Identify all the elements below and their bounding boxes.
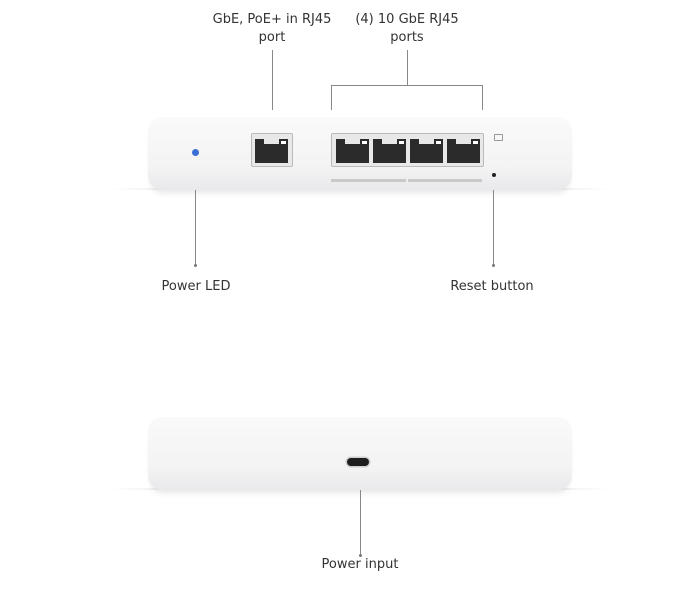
power-led-leader [195, 190, 196, 265]
uplink-port-label-line2: port [258, 30, 286, 45]
device-icon [494, 134, 503, 141]
power-led-label: Power LED [161, 279, 231, 294]
reset-button-leader [493, 190, 494, 265]
power-input-leader [360, 490, 361, 555]
power-led [192, 149, 199, 156]
uplink-rj45-port [251, 133, 293, 167]
uplink-port-leader [272, 50, 273, 110]
device-back-view [148, 417, 572, 490]
lan-ports-bracket-left [331, 85, 332, 110]
reset-button-label: Reset button [450, 279, 534, 294]
rj45-jack-icon [410, 139, 443, 163]
lan-ports-leader [407, 50, 408, 85]
port-stripe [408, 179, 482, 182]
rj45-jack-icon [373, 139, 406, 163]
power-input-label: Power input [321, 557, 399, 572]
lan-ports-label-line2: ports [390, 30, 424, 45]
lan-ports-bracket [331, 85, 483, 86]
lan-rj45-ports [331, 133, 484, 167]
device-front-view [148, 117, 572, 190]
lan-ports-bracket-right [482, 85, 483, 110]
rj45-jack-icon [336, 139, 369, 163]
rj45-jack-icon [447, 139, 480, 163]
uplink-port-label-line1: GbE, PoE+ in RJ45 [212, 12, 332, 27]
port-stripe [331, 179, 406, 182]
leader-dot [492, 264, 495, 267]
rj45-jack-icon [255, 139, 288, 163]
usb-c-port [347, 458, 369, 466]
leader-dot [194, 264, 197, 267]
leader-dot [359, 554, 362, 557]
reset-button [492, 173, 496, 177]
lan-ports-label-line1: (4) 10 GbE RJ45 [355, 12, 459, 27]
